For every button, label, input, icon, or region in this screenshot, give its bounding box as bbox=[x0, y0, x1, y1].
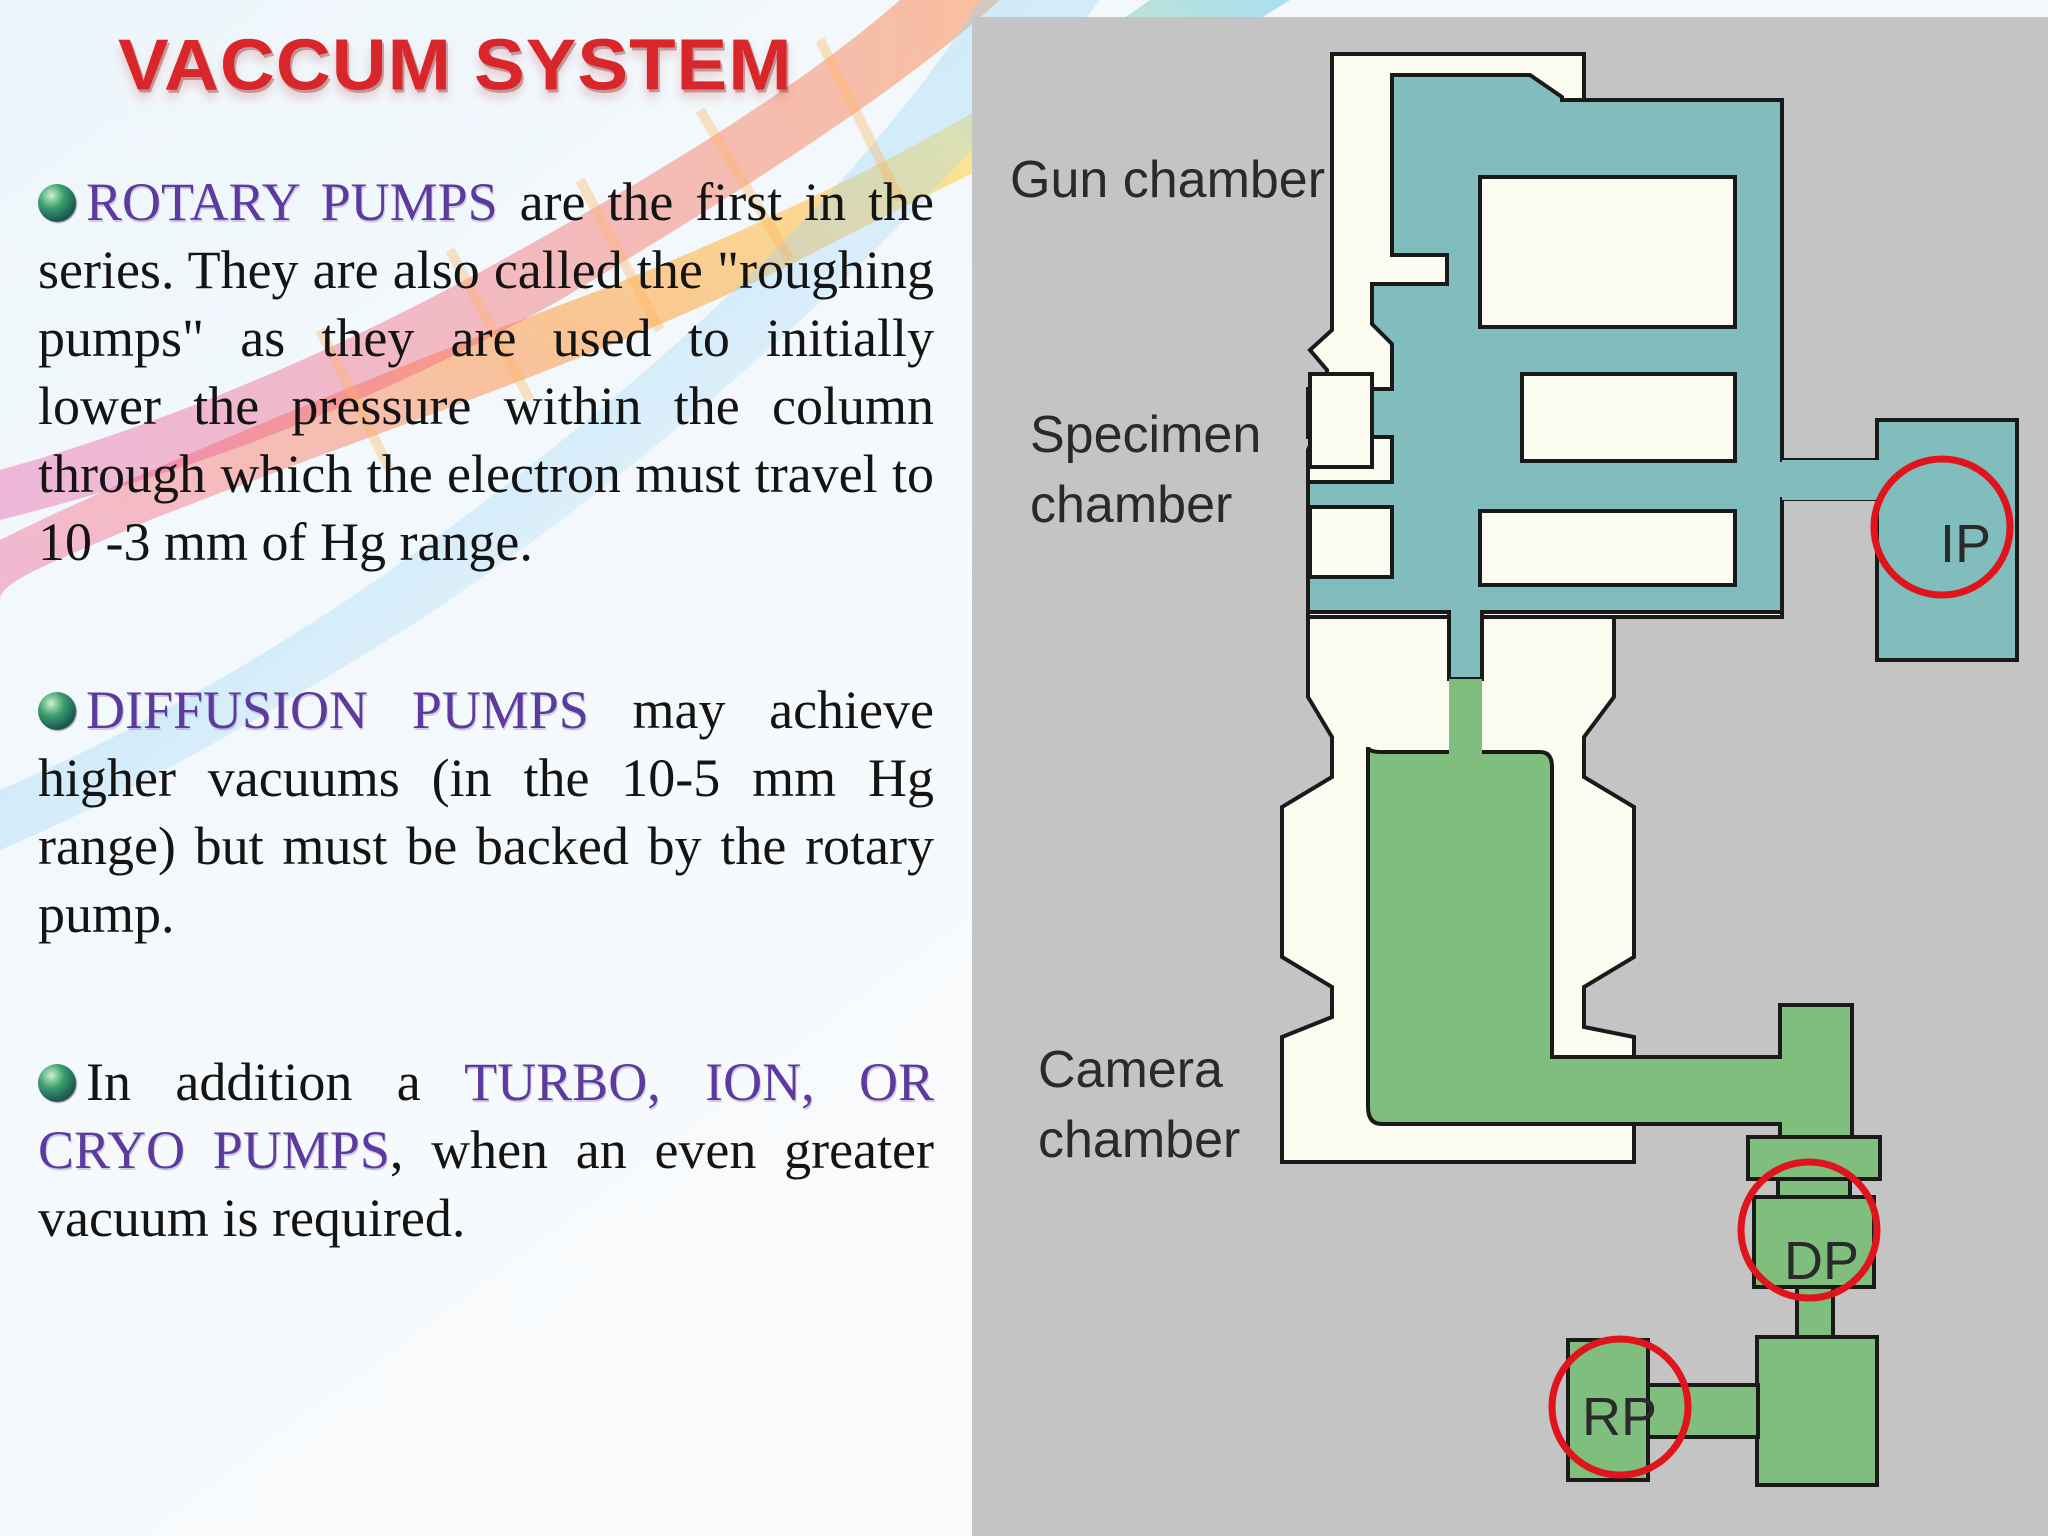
bullet-text: , when an even greater vacuum is require… bbox=[38, 1120, 934, 1248]
label-diffusion-pump: DP bbox=[1784, 1231, 1859, 1291]
bullet-list: ROTARY PUMPS are the first in the series… bbox=[38, 168, 934, 1252]
slide-title: VACCUM SYSTEM bbox=[118, 25, 793, 106]
term-diffusion-pumps: DIFFUSION PUMPS bbox=[86, 680, 589, 740]
ip-connector bbox=[1782, 460, 1879, 500]
rotary-pump-box bbox=[1566, 1338, 1650, 1482]
term-turbo-ion-cryo-pumps: TURBO, ION, OR CRYO PUMPS bbox=[38, 1052, 934, 1180]
bullet-lead-text: In addition a bbox=[86, 1052, 465, 1112]
vacuum-system-diagram: Gun chamber Specimen chamber Camera cham… bbox=[972, 17, 2048, 1536]
diffusion-pump-highlight-circle bbox=[1737, 1158, 1881, 1302]
label-specimen: Specimen bbox=[1030, 406, 1261, 464]
label-specimen-chamber: chamber bbox=[1030, 476, 1232, 534]
label-camera-chamber: chamber bbox=[1038, 1111, 1240, 1169]
label-rotary-pump: RP bbox=[1582, 1387, 1657, 1447]
green-top-fill bbox=[1449, 679, 1482, 754]
bullet-sphere-icon bbox=[38, 692, 76, 730]
bullet-turbo-ion-cryo: In addition a TURBO, ION, OR CRYO PUMPS,… bbox=[38, 1048, 934, 1252]
diffusion-pump-stack bbox=[1746, 1135, 1882, 1487]
chamber-cutouts bbox=[1308, 175, 1737, 587]
green-vacuum-region bbox=[1366, 746, 1854, 1139]
ion-pump-highlight-circle bbox=[1870, 455, 2014, 599]
bullet-text: may achieve higher vacuums (in the 10-5 … bbox=[38, 680, 934, 944]
bullet-rotary-pumps: ROTARY PUMPS are the first in the series… bbox=[38, 168, 934, 576]
bullet-diffusion-pumps: DIFFUSION PUMPS may achieve higher vacuu… bbox=[38, 676, 934, 948]
label-ion-pump: IP bbox=[1940, 514, 1991, 574]
term-rotary-pumps: ROTARY PUMPS bbox=[86, 172, 498, 232]
rotary-pump-highlight-circle bbox=[1548, 1335, 1692, 1479]
bullet-text: are the first in the series. They are al… bbox=[38, 172, 934, 572]
bullet-sphere-icon bbox=[38, 1064, 76, 1102]
label-camera: Camera bbox=[1038, 1041, 1223, 1099]
bullet-sphere-icon bbox=[38, 184, 76, 222]
rp-dp-link bbox=[1646, 1383, 1760, 1439]
label-gun-chamber: Gun chamber bbox=[1010, 151, 1325, 209]
